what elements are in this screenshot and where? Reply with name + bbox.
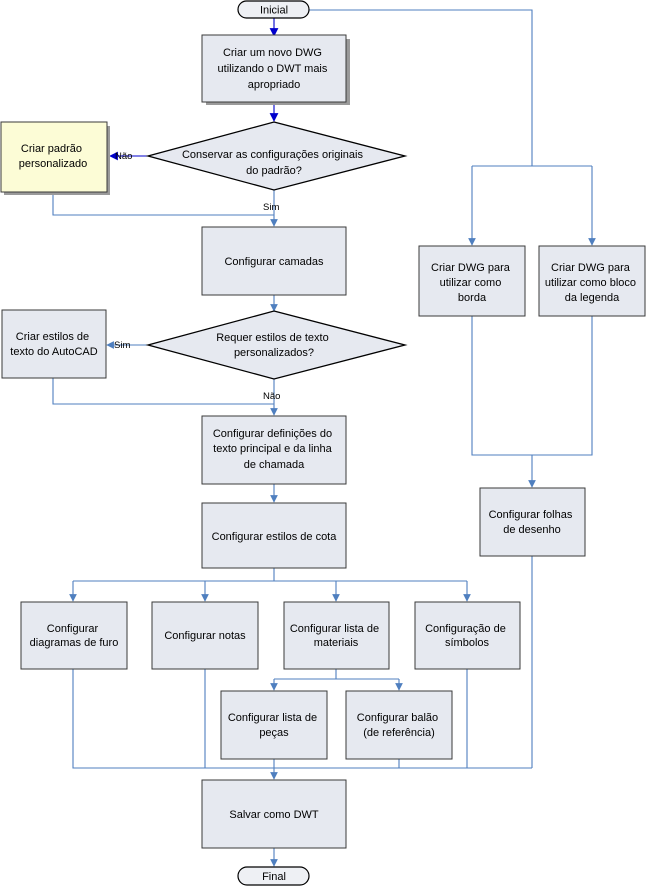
keep-no-label: Não <box>115 151 132 162</box>
config-layers-box: Configurar camadas <box>201 226 347 296</box>
symbols-label: Configuração de símbolos <box>425 623 509 649</box>
end-terminator: Final <box>237 866 310 886</box>
custom-standard-label: Criar padrão personalizado <box>19 143 88 170</box>
border-dwg-label: Criar DWG para utilizar como borda <box>431 262 513 304</box>
symbols-box: Configuração de símbolos <box>414 601 521 670</box>
sheets-box: Configurar folhas de desenho <box>479 487 586 557</box>
create-text-styles-box: Criar estilos de texto do AutoCAD <box>1 309 107 379</box>
text-no-label: Não <box>263 391 280 402</box>
text-yes-label: Sim <box>114 340 130 351</box>
parts-list-box: Configurar lista de peças <box>220 690 328 760</box>
start-terminator: Inicial <box>237 0 310 19</box>
parts-list-label: Configurar lista de peças <box>228 712 320 739</box>
title-block-dwg-label: Criar DWG para utilizar como bloco da le… <box>545 262 639 304</box>
create-text-styles-label: Criar estilos de texto do AutoCAD <box>10 331 97 358</box>
create-dwg-box: Criar um novo DWG utilizando o DWT mais … <box>201 34 350 105</box>
text-definitions-label: Configurar definições do texto principal… <box>213 428 335 471</box>
save-dwt-box: Salvar como DWT <box>201 779 347 849</box>
custom-text-decision: Requer estilos de texto personalizados? … <box>114 310 408 402</box>
keep-yes-label: Sim <box>263 202 279 213</box>
notes-box: Configurar notas <box>151 601 259 670</box>
border-dwg-box: Criar DWG para utilizar como borda <box>418 245 526 317</box>
custom-standard-box: Criar padrão personalizado <box>0 121 110 195</box>
notes-label: Configurar notas <box>164 630 246 642</box>
balloon-box: Configurar balão (de referência) <box>345 690 453 760</box>
hole-charts-label: Configurar diagramas de furo <box>30 623 119 649</box>
hole-charts-box: Configurar diagramas de furo <box>20 601 128 670</box>
title-block-dwg-box: Criar DWG para utilizar como bloco da le… <box>538 245 646 317</box>
keep-settings-label: Conservar as configurações originais do … <box>182 149 366 177</box>
dim-styles-box: Configurar estilos de cota <box>201 502 347 569</box>
start-label: Inicial <box>260 5 288 17</box>
create-dwg-label: Criar um novo DWG utilizando o DWT mais … <box>218 47 331 91</box>
connectors <box>52 9 596 867</box>
edge-custom-return <box>52 194 274 216</box>
bom-box: Configurar lista de materiais <box>283 601 390 670</box>
text-definitions-box: Configurar definições do texto principal… <box>201 415 347 485</box>
balloon-label: Configurar balão (de referência) <box>357 712 441 739</box>
keep-settings-decision: Conservar as configurações originais do … <box>115 121 408 213</box>
edge-merge-right <box>471 316 593 456</box>
edge-start-right <box>309 9 533 166</box>
custom-text-label: Requer estilos de texto personalizados? <box>216 332 332 359</box>
dim-styles-label: Configurar estilos de cota <box>212 531 338 543</box>
save-dwt-label: Salvar como DWT <box>229 809 319 821</box>
sheets-label: Configurar folhas de desenho <box>489 509 576 536</box>
end-label: Final <box>262 871 286 883</box>
config-layers-label: Configurar camadas <box>224 256 324 268</box>
bom-label: Configurar lista de materiais <box>290 623 382 649</box>
edge-merge-bus <box>72 669 532 769</box>
edge-styles-return <box>52 378 274 405</box>
